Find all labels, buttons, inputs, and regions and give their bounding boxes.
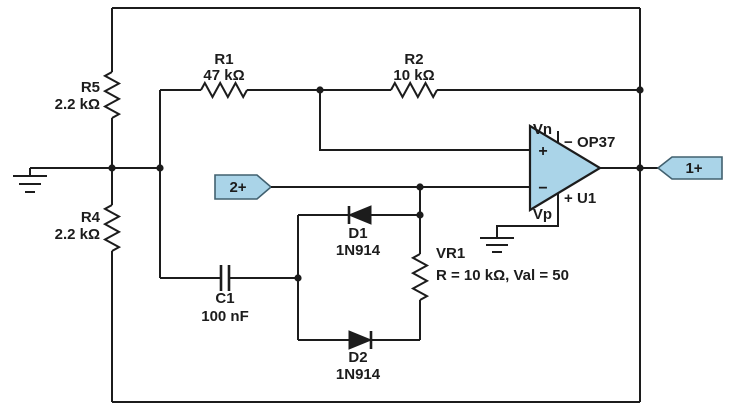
opamp-ref-label: U1 [577, 190, 596, 207]
opamp-input-bottom-sign: − [538, 180, 547, 197]
capacitor-c1: C1 100 nF [160, 265, 298, 325]
resistor-r4: R4 2.2 kΩ [55, 204, 122, 252]
input-flag-label: 2+ [229, 179, 246, 196]
junction-dot [416, 183, 424, 191]
opamp-pin-bottom-label: Vp [533, 206, 552, 223]
junction-dot [156, 164, 164, 172]
r5-ref-label: R5 [81, 79, 100, 96]
resistor-r5: R5 2.2 kΩ [55, 71, 122, 119]
c1-ref-label: C1 [215, 290, 234, 307]
ground-left-icon [13, 175, 47, 193]
opamp-u1: + − Vn − OP37 Vp + U1 [480, 121, 615, 253]
d1-value-label: 1N914 [336, 242, 381, 259]
r4-value-label: 2.2 kΩ [55, 226, 100, 243]
diode-d1: D1 1N914 [336, 205, 381, 259]
vr1-value-label: R = 10 kΩ, Val = 50 [436, 267, 569, 284]
opamp-supply-bottom-sign: + [564, 190, 573, 207]
opamp-supply-top-sign: − [564, 134, 573, 151]
opamp-part-label: OP37 [577, 134, 615, 151]
clipper-network: D1 1N914 D2 1N914 VR1 R = 10 kΩ, Val = 5… [297, 187, 569, 383]
diode-d2: D2 1N914 [336, 330, 381, 383]
junction-dot [636, 86, 644, 94]
d2-value-label: 1N914 [336, 366, 381, 383]
r2-symbol [390, 80, 438, 100]
r5-value-label: 2.2 kΩ [55, 96, 100, 113]
r2-value-label: 10 kΩ [393, 67, 434, 84]
opamp-triangle [528, 124, 603, 212]
noninverting-input-wire [319, 90, 530, 151]
d2-ref-label: D2 [348, 349, 367, 366]
junction-dot [316, 86, 324, 94]
d1-symbol [347, 205, 372, 225]
r2-ref-label: R2 [404, 51, 423, 68]
ground-left [13, 167, 160, 193]
c1-symbol [219, 265, 231, 291]
junction-dot [416, 211, 424, 219]
junction-dots [108, 86, 644, 282]
input-port-2: 2+ [214, 174, 530, 200]
output-port-1: 1+ [600, 156, 723, 180]
vr1-symbol [410, 253, 430, 301]
output-flag-label: 1+ [685, 160, 702, 177]
junction-dot [294, 274, 302, 282]
d1-ref-label: D1 [348, 225, 367, 242]
outer-loop-wires [111, 7, 641, 403]
d2-symbol [348, 330, 373, 350]
r4-symbol [102, 204, 122, 252]
r1-ref-label: R1 [214, 51, 233, 68]
ground-opamp-icon [480, 237, 514, 253]
opamp-input-top-sign: + [538, 143, 547, 160]
opamp-supply-bottom-wire [496, 193, 559, 238]
potentiometer-vr1: VR1 R = 10 kΩ, Val = 50 [410, 245, 569, 301]
resistor-r1: R1 47 kΩ [160, 51, 320, 100]
c1-value-label: 100 nF [201, 308, 249, 325]
vr1-ref-label: VR1 [436, 245, 465, 262]
opamp-pin-top-label: Vn [533, 121, 552, 138]
r5-symbol [102, 71, 122, 119]
junction-dot [108, 164, 116, 172]
r4-ref-label: R4 [81, 209, 101, 226]
output-flag-shape [656, 156, 723, 180]
r1-symbol [200, 80, 248, 100]
r1-value-label: 47 kΩ [203, 67, 244, 84]
input-flag-shape [214, 174, 273, 200]
junction-dot [636, 164, 644, 172]
resistor-r2: R2 10 kΩ [320, 51, 640, 100]
